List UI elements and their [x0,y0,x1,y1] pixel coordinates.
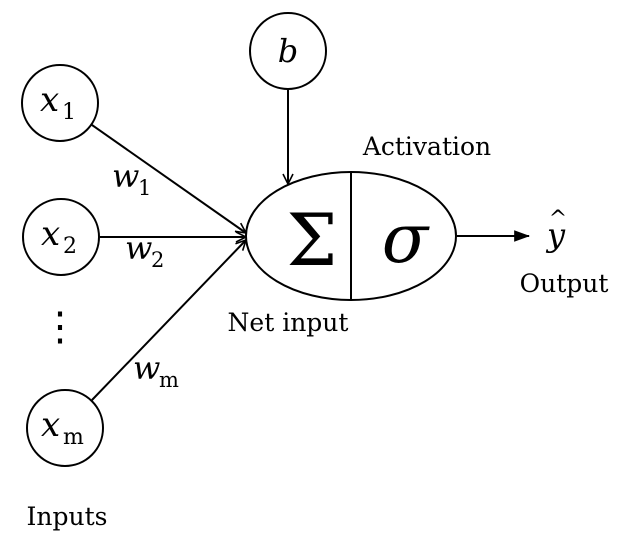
weight-m-symbol: w [133,349,160,387]
sum-symbol: Σ [287,198,338,282]
weight-1-symbol: w [112,157,139,195]
activation-symbol: σ [382,200,430,279]
weight-1-subscript: 1 [138,176,151,200]
weight-2-symbol: w [125,229,152,267]
input-1-symbol: x [40,80,59,120]
weight-m-subscript: m [159,368,179,392]
output-symbol: y [545,216,566,254]
output-hat: ^ [549,207,567,232]
input-node-m: x m [26,389,104,467]
input-m-symbol: x [41,405,60,445]
activation-label: Activation [362,132,491,161]
bias-symbol: b [278,32,298,70]
input-node-2: x 2 [22,198,100,276]
weight-1-label: w 1 [112,157,151,200]
input-2-symbol: x [41,214,60,254]
inputs-label: Inputs [27,502,108,531]
weight-2-subscript: 2 [151,248,164,272]
output-label: Output [520,269,609,298]
weight-2-label: w 2 [125,229,164,272]
output-symbol-group: y ^ [545,207,567,254]
net-input-label: Net input [228,308,349,337]
input-m-subscript: m [63,425,84,450]
inputs-ellipsis: ⋮ [40,304,80,350]
weight-m-label: w m [133,349,179,392]
edge-xm-to-sum [91,240,246,401]
input-node-1: x 1 [21,64,99,142]
neuron: Σ σ [245,171,457,301]
edge-x1-to-sum [91,124,246,233]
input-1-subscript: 1 [62,100,76,125]
input-2-subscript: 2 [63,234,77,259]
bias-node: b [249,12,327,90]
